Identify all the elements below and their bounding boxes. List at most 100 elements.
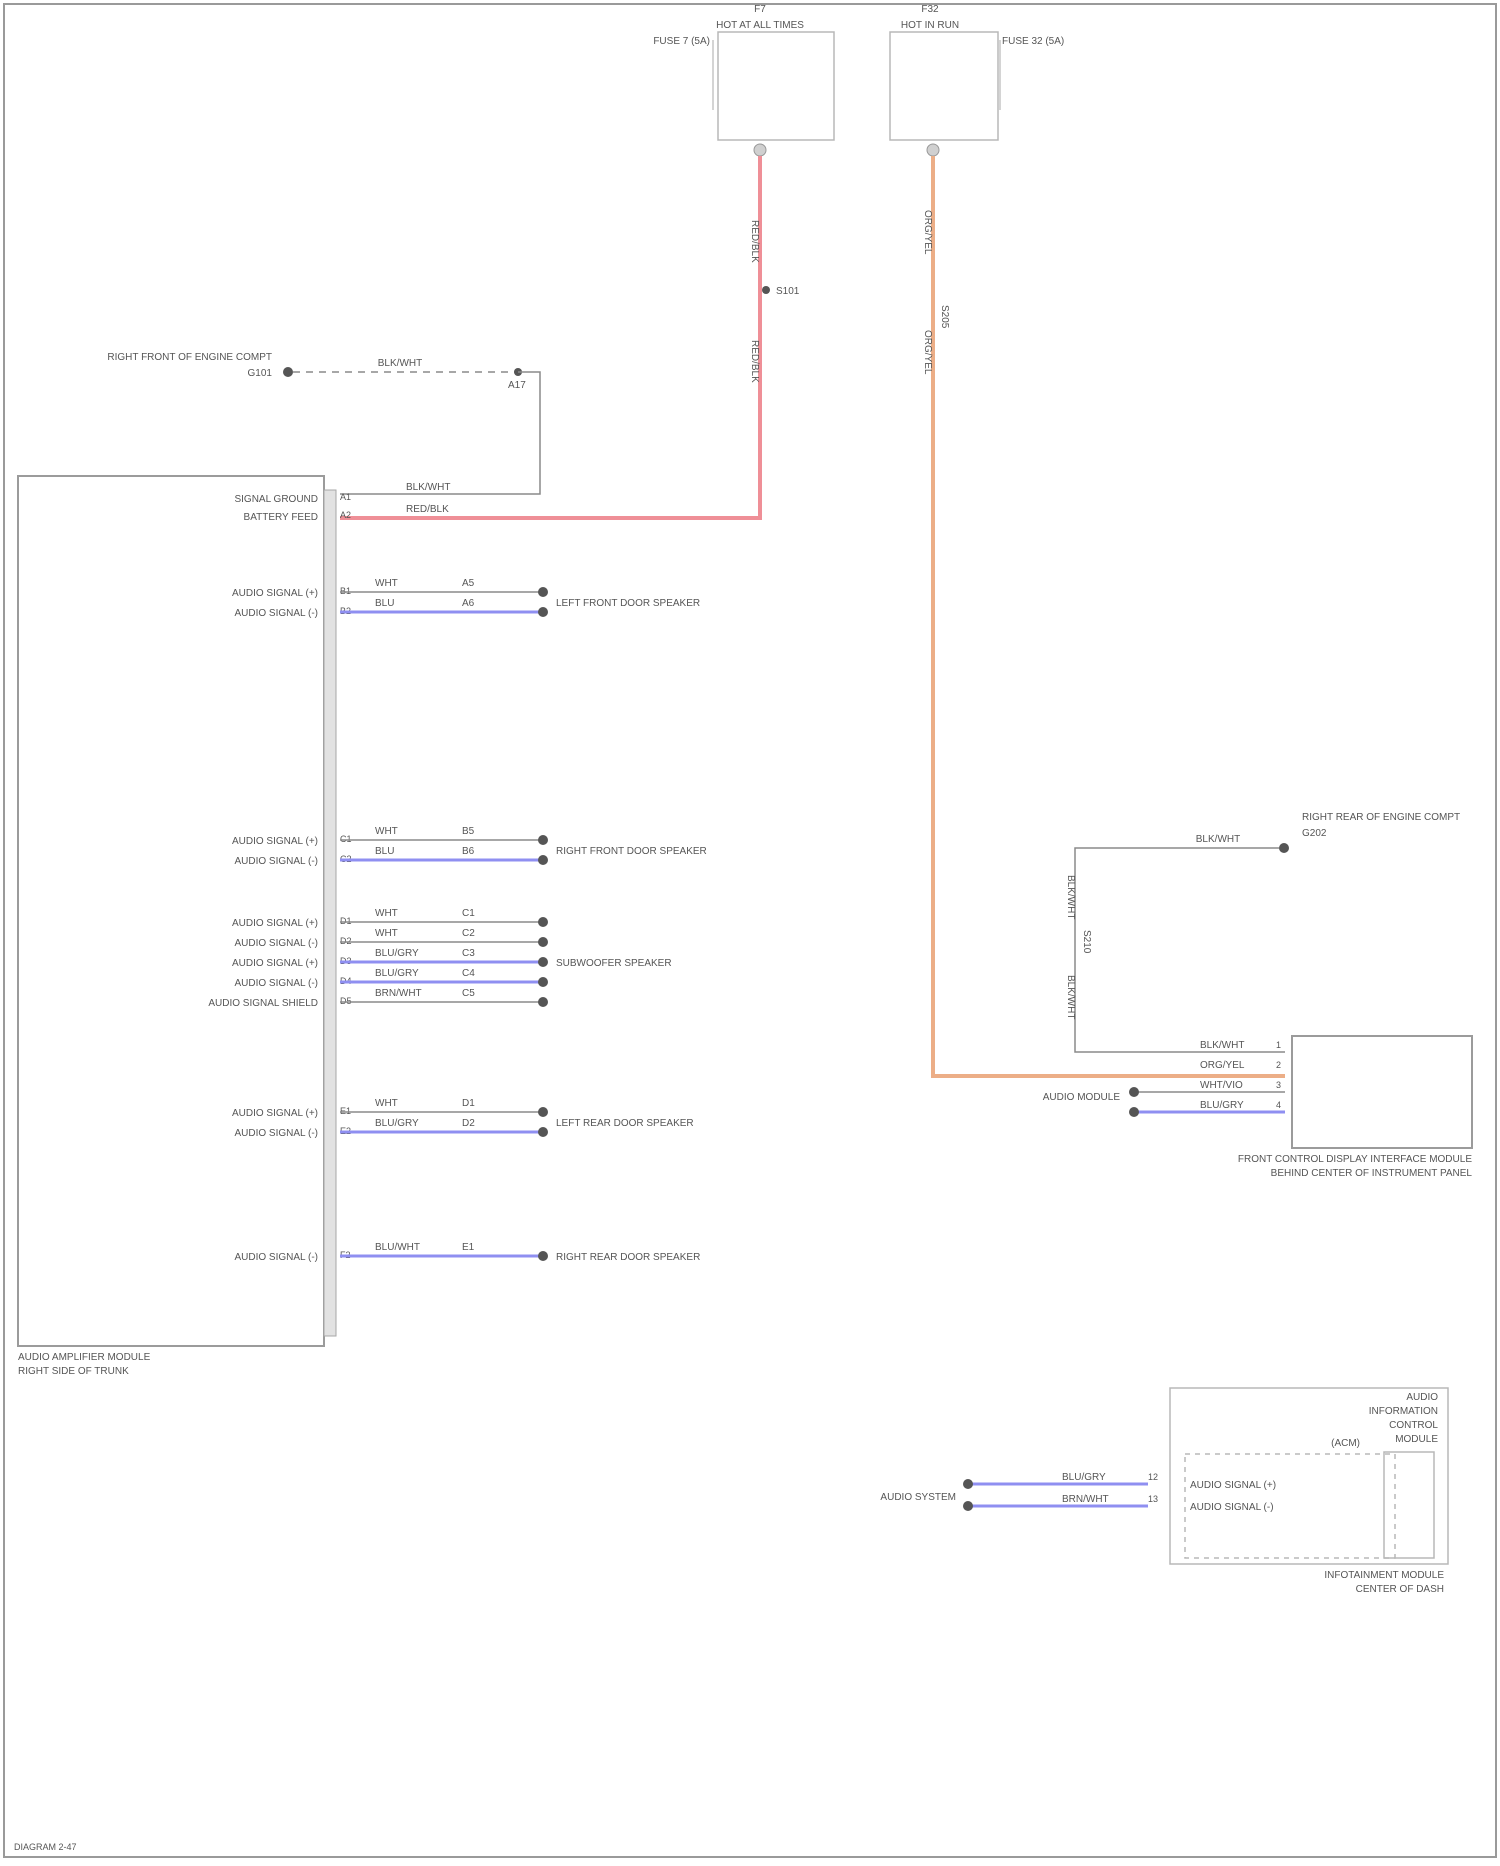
speaker-destination: RIGHT FRONT DOOR SPEAKER [556,846,707,857]
control-module-pin: 1 [1276,1040,1281,1050]
speaker-destination: LEFT REAR DOOR SPEAKER [556,1118,694,1129]
right-ground-splice: S210 [1081,930,1092,954]
radio-location: CENTER OF DASH [1356,1584,1444,1595]
radio-terminal [963,1479,973,1489]
wire-color-label: BRN/WHT [375,988,422,999]
pin-number: D2 [340,936,352,946]
pin-number: D5 [340,996,352,1006]
wire-code-label: A5 [462,578,475,589]
wire-code-label: E1 [462,1242,475,1253]
ground-pin: A17 [508,380,526,391]
speaker-terminal [538,1127,548,1137]
speaker-terminal [538,977,548,987]
audio-group-3: AUDIO SIGNAL (+) D1WHT C1AUDIO SIGNAL (-) D… [208,908,671,1009]
wire-color-label: WHT [375,928,398,939]
control-module-pin: 2 [1276,1060,1281,1070]
wire-color-label: WHT [375,1098,398,1109]
battery-feed-label: BATTERY FEED [244,512,318,523]
wire-color-label: WHT [375,826,398,837]
right-ground-vertical-upper: BLK/WHT [1065,875,1076,919]
radio-top-label-3: CONTROL [1389,1420,1438,1431]
pin-number: D1 [340,916,352,926]
fuse-box-left: F7 HOT AT ALL TIMES FUSE 7 (5A) [653,4,834,156]
radio-name: INFOTAINMENT MODULE [1324,1570,1444,1581]
control-module-pin: 3 [1276,1080,1281,1090]
fuse-box-right: F32 HOT IN RUN FUSE 32 (5A) [890,4,1064,156]
battery-feed-wire [340,156,760,518]
control-module-outline [1292,1036,1472,1148]
module-name: AUDIO AMPLIFIER MODULE [18,1352,151,1363]
signal-label: AUDIO SIGNAL (-) [234,608,318,619]
speaker-terminal [538,1107,548,1117]
wire-color-label: BLU/GRY [375,968,419,979]
radio-internal-block [1384,1452,1434,1558]
right-ground-name: G202 [1302,828,1327,839]
signal-label: AUDIO SIGNAL (+) [232,918,318,929]
right-ground-wire [1075,848,1285,1052]
wire-color-label: BLU/GRY [375,948,419,959]
signal-ground-pin: A1 [340,492,351,502]
infotainment-module: AUDIO INFORMATION CONTROL MODULE (ACM) I… [880,1388,1448,1595]
radio-top-label-4: MODULE [1395,1434,1438,1445]
pin-number: E1 [340,1106,351,1116]
control-module-name: FRONT CONTROL DISPLAY INTERFACE MODULE [1238,1154,1472,1165]
wire-code-label: C2 [462,928,475,939]
orange-wire-splice-label: S205 [939,305,950,329]
red-wire-label-lower: RED/BLK [749,340,760,383]
speaker-terminal [538,855,548,865]
signal-label: AUDIO SIGNAL (+) [232,1108,318,1119]
orange-wire-label-lower: ORG/YEL [922,330,933,375]
wire-color-label: BLU/GRY [375,1118,419,1129]
battery-feed-pin: A2 [340,510,351,520]
fuse-box-left-terminal [754,144,766,156]
control-module-wire-label: BLU/GRY [1200,1100,1244,1111]
wire-color-label: BLU [375,598,394,609]
speaker-terminal [538,1251,548,1261]
radio-destination: AUDIO SYSTEM [880,1492,956,1503]
speaker-destination: LEFT FRONT DOOR SPEAKER [556,598,700,609]
speaker-terminal [538,997,548,1007]
right-ground-vertical-lower: BLK/WHT [1065,975,1076,1019]
signal-ground-wire-label: BLK/WHT [406,482,450,493]
radio-top-label-2: INFORMATION [1369,1406,1438,1417]
right-ground-location: RIGHT REAR OF ENGINE COMPT [1302,812,1460,823]
speaker-destination: SUBWOOFER SPEAKER [556,958,672,969]
wire-color-label: WHT [375,578,398,589]
signal-label: AUDIO SIGNAL (+) [232,588,318,599]
control-module-wire-label: ORG/YEL [1200,1060,1245,1071]
ground-top-left: RIGHT FRONT OF ENGINE COMPT G101 BLK/WHT… [107,352,540,494]
battery-feed-wire-label: RED/BLK [406,504,449,515]
module-connector-strip [324,490,336,1336]
signal-label: AUDIO SIGNAL (-) [234,938,318,949]
right-ground: RIGHT REAR OF ENGINE COMPT G202 BLK/WHT … [1065,812,1460,1052]
wire-code-label: D1 [462,1098,475,1109]
signal-label: AUDIO SIGNAL SHIELD [208,998,318,1009]
right-ground-terminal [1279,843,1289,853]
speaker-terminal [538,957,548,967]
ground-terminal [283,367,293,377]
control-module-location: BEHIND CENTER OF INSTRUMENT PANEL [1271,1168,1473,1179]
control-module-wire-label: BLK/WHT [1200,1040,1244,1051]
red-wire-splice-label: S101 [776,286,800,297]
wire-code-label: B6 [462,846,475,857]
signal-label: AUDIO SIGNAL (+) [232,958,318,969]
wire-code-label: C3 [462,948,475,959]
control-module-destination: AUDIO MODULE [1043,1092,1121,1103]
radio-wire-label: BLU/GRY [1062,1472,1106,1483]
fuse-box-right-side-label: FUSE 32 (5A) [1002,36,1064,47]
wire-code-label: C1 [462,908,475,919]
wire-code-label: B5 [462,826,475,837]
fuse-box-left-outline [718,32,834,140]
control-module-terminal [1129,1107,1139,1117]
wire-color-label: BLU [375,846,394,857]
fuse-box-right-header: HOT IN RUN [901,20,959,31]
control-module-wire-label: WHT/VIO [1200,1080,1243,1091]
audio-group-2: AUDIO SIGNAL (+)C1WHTB5AUDIO SIGNAL (-)C… [232,826,707,867]
signal-label: AUDIO SIGNAL (+) [232,836,318,847]
ground-wire-label: BLK/WHT [378,358,422,369]
wire-code-label: C4 [462,968,475,979]
